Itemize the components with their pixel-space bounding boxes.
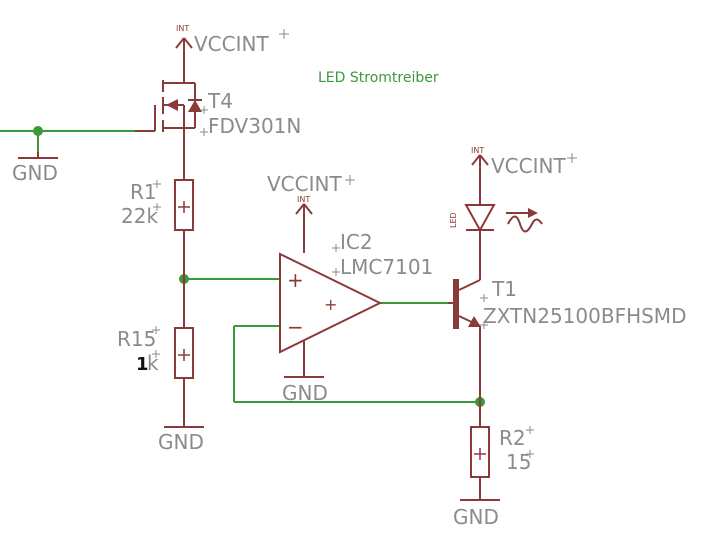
- r1-ref: R1: [130, 180, 157, 204]
- gnd-symbol-left: [18, 152, 58, 159]
- t1-value: ZXTN25100BFHSMD: [483, 304, 686, 328]
- opamp-minus-pin: −: [287, 315, 304, 339]
- t1-ref: T1: [491, 277, 517, 301]
- resistor-r1: [174, 179, 194, 279]
- r2-ref: R2: [499, 426, 526, 450]
- resistor-r15: [174, 279, 194, 427]
- int-tag-led: INT: [471, 146, 484, 155]
- mosfet-t4: [135, 80, 202, 180]
- r1-value: 22k: [121, 204, 158, 228]
- ic2-value: LMC7101: [340, 255, 433, 279]
- bjt-t1: [448, 279, 481, 427]
- t4-value: FDV301N: [208, 114, 301, 138]
- light-emission-icon: [506, 208, 543, 233]
- gnd-label-r15: GND: [158, 430, 204, 454]
- led-ref: LED: [449, 212, 458, 228]
- opamp-plus-pin: +: [287, 268, 304, 292]
- t4-ref: T4: [207, 89, 233, 113]
- opamp-center-mark: +: [324, 295, 337, 314]
- opamp-ic2: [279, 252, 383, 377]
- gnd-label-opamp: GND: [282, 381, 328, 405]
- r15-value-num: 1: [136, 354, 149, 375]
- vccint-label-led: VCCINT: [491, 154, 566, 178]
- gnd-label-left: GND: [12, 161, 58, 185]
- vccint-symbol-led: [471, 154, 489, 205]
- vccint-label-top: VCCINT: [194, 32, 269, 56]
- vccint-label-opamp: VCCINT: [267, 172, 342, 196]
- junction-gate: [33, 126, 43, 136]
- nets: [0, 126, 485, 407]
- int-tag-top: INT: [176, 24, 189, 33]
- gnd-label-r2: GND: [453, 505, 499, 529]
- resistor-r2: [470, 426, 490, 500]
- title-note: LED Stromtreiber: [318, 70, 439, 86]
- r15-ref: R15: [117, 327, 156, 351]
- int-tag-opamp: INT: [297, 195, 310, 204]
- vccint-symbol-top: [175, 37, 193, 80]
- ic2-ref: IC2: [340, 230, 373, 254]
- r15-value-unit: k: [147, 351, 159, 375]
- vccint-symbol-opamp: [295, 203, 313, 253]
- led-diode: [464, 204, 496, 280]
